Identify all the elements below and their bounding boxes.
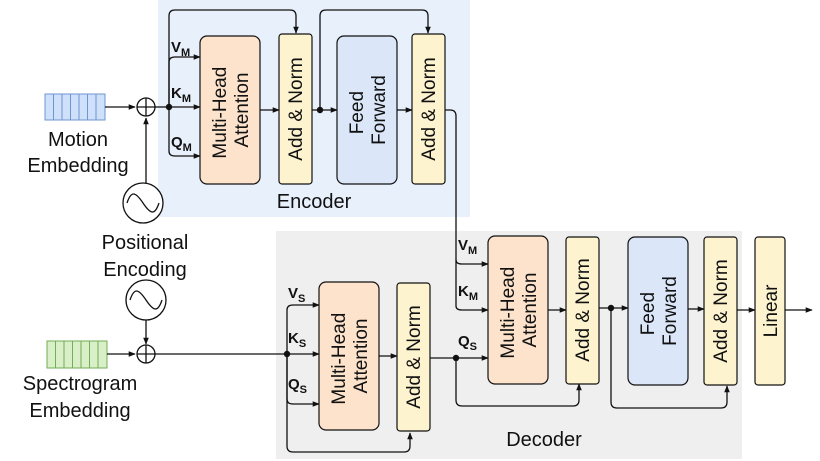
encoder-q-label: QM bbox=[171, 134, 192, 154]
linear-label: Linear bbox=[761, 284, 782, 337]
decoder-positional-icon bbox=[125, 279, 167, 321]
motion-embedding-label-1: Motion bbox=[48, 129, 108, 151]
decoder-sum-node bbox=[136, 344, 156, 364]
decoder-v-label: VS bbox=[288, 285, 305, 305]
decoder-cross-v-label: VM bbox=[458, 237, 477, 257]
motion-embedding-block bbox=[44, 93, 106, 121]
decoder-addnorm-1-label: Add & Norm bbox=[404, 305, 425, 408]
decoder-ff-block bbox=[627, 236, 689, 386]
encoder-q-wire bbox=[168, 107, 201, 159]
encoder-addnorm-1-label: Add & Norm bbox=[286, 57, 307, 160]
decoder-k-label: KS bbox=[288, 330, 306, 350]
decoder-self-attention-label: Multi-Head Attention bbox=[329, 307, 372, 404]
encoder-residual-2 bbox=[319, 9, 431, 110]
decoder-cross-k-wire bbox=[455, 260, 489, 313]
decoder-addnorm-3 bbox=[703, 236, 738, 386]
decoder-ff-label: Feed Forward bbox=[638, 276, 681, 346]
decoder-addnorm-2-label: Add & Norm bbox=[573, 258, 594, 361]
encoder-v-label: VM bbox=[171, 39, 190, 59]
motion-embedding-label-2: Embedding bbox=[27, 155, 128, 177]
encoder-addnorm-2-label: Add & Norm bbox=[419, 57, 440, 160]
encoder-sum-node bbox=[136, 97, 156, 117]
encoder-addnorm-1 bbox=[278, 33, 313, 185]
decoder-residual-1 bbox=[286, 354, 413, 453]
encoder-addnorm-2 bbox=[411, 33, 446, 185]
encoder-residual-1 bbox=[168, 9, 299, 107]
decoder-residual-2 bbox=[455, 358, 582, 407]
decoder-residual-3 bbox=[610, 308, 730, 409]
decoder-v-wire bbox=[286, 302, 320, 354]
encoder-label: Encoder bbox=[277, 191, 352, 213]
decoder-label: Decoder bbox=[506, 429, 582, 451]
encoder-ff-label: Feed Forward bbox=[347, 75, 390, 145]
linear-block bbox=[754, 236, 786, 386]
spectrogram-embedding-label-1: Spectrogram bbox=[23, 373, 138, 395]
positional-encoding-label-2: Encoding bbox=[103, 259, 186, 281]
decoder-cross-k-label: KM bbox=[458, 283, 478, 303]
positional-encoding-label-1: Positional bbox=[102, 232, 189, 254]
encoder-output-wire bbox=[445, 109, 457, 260]
encoder-positional-icon bbox=[122, 182, 164, 224]
spectrogram-embedding-label-2: Embedding bbox=[29, 400, 130, 422]
decoder-addnorm-1 bbox=[396, 282, 431, 432]
decoder-cross-q-label: QS bbox=[458, 333, 477, 353]
decoder-addnorm-2 bbox=[565, 236, 600, 385]
decoder-q-label: QS bbox=[288, 376, 307, 396]
decoder-addnorm-3-label: Add & Norm bbox=[711, 259, 732, 362]
spectrogram-embedding-block bbox=[46, 340, 108, 369]
encoder-attention-label: Multi-Head Attention bbox=[210, 61, 253, 158]
encoder-k-label: KM bbox=[171, 85, 191, 105]
decoder-cross-attention-label: Multi-Head Attention bbox=[498, 261, 541, 358]
